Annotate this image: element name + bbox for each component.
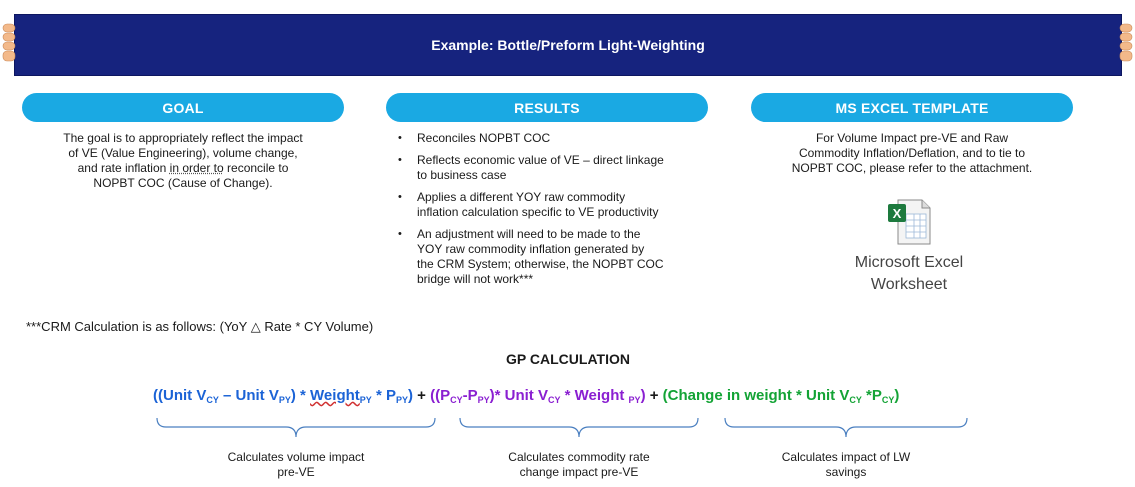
excel-file-icon[interactable]: X <box>884 198 936 246</box>
formula-plus: + <box>645 387 663 404</box>
formula-text: * Weight <box>560 387 629 404</box>
excel-text: For Volume Impact pre-VE and Raw Commodi… <box>751 131 1073 176</box>
crm-calculation-note: ***CRM Calculation is as follows: (YoY △… <box>26 319 374 334</box>
results-item: An adjustment will need to be made to th… <box>396 227 726 287</box>
goal-heading: GOAL <box>22 93 344 122</box>
banner-title: Example: Bottle/Preform Light-Weighting <box>431 37 705 53</box>
goal-line-2: of VE (Value Engineering), volume change… <box>68 146 298 160</box>
formula-text: ((P <box>430 387 451 404</box>
results-item: Reconciles NOPBT COC <box>396 131 726 146</box>
results-item: Reflects economic value of VE – direct l… <box>396 153 726 183</box>
goal-line-3-post: reconcile to <box>223 161 289 175</box>
formula-text: *P <box>861 387 882 404</box>
formula-subscript: PY <box>395 395 408 405</box>
goal-line-3-underlined: in order to <box>169 161 224 175</box>
formula-volume-term: ((Unit VCY – Unit VPY) * WeightPY * PPY) <box>153 387 413 405</box>
caption-line: Calculates commodity rate <box>508 450 650 464</box>
caption-line: pre-VE <box>277 465 315 479</box>
excel-line-1: For Volume Impact pre-VE and Raw <box>815 131 1009 145</box>
formula-text: – Unit V <box>218 387 279 404</box>
formula-subscript: CY <box>450 395 463 405</box>
results-item-line: Applies a different YOY raw commodity <box>417 190 626 204</box>
formula-subscript: CY <box>206 395 219 405</box>
goal-line-1: The goal is to appropriately reflect the… <box>63 131 303 145</box>
excel-caption-line-2: Worksheet <box>870 276 948 293</box>
formula-text: ) * <box>290 387 311 404</box>
formula-subscript: PY <box>359 395 372 405</box>
formula-subscript: CY <box>849 395 862 405</box>
brace-rate <box>459 417 699 438</box>
formula-lw-term: (Change in weight * Unit VCY *PCY) <box>662 387 900 405</box>
formula-text: Weight <box>310 387 360 404</box>
caption-line: change impact pre-VE <box>519 465 639 479</box>
goal-line-4: NOPBT COC (Cause of Change). <box>93 176 273 190</box>
left-hand-icon <box>2 23 16 62</box>
formula-text: (Change in weight * Unit V <box>662 387 850 404</box>
caption-lw: Calculates impact of LW savings <box>746 450 946 480</box>
excel-line-3: NOPBT COC, please refer to the attachmen… <box>791 161 1033 175</box>
results-item-line: the CRM System; otherwise, the NOPBT COC <box>417 257 664 271</box>
formula-subscript: PY <box>477 395 490 405</box>
excel-caption-line-1: Microsoft Excel <box>854 254 964 271</box>
excel-attachment-caption[interactable]: Microsoft Excel Worksheet <box>820 252 998 296</box>
caption-volume: Calculates volume impact pre-VE <box>196 450 396 480</box>
formula-text: ) <box>894 387 900 404</box>
formula-text: ) <box>640 387 646 404</box>
gp-formula: ((Unit VCY – Unit VPY) * WeightPY * PPY)… <box>153 384 899 408</box>
formula-text: -P <box>462 387 478 404</box>
header-banner: Example: Bottle/Preform Light-Weighting <box>14 14 1122 76</box>
results-heading: RESULTS <box>386 93 708 122</box>
caption-line: Calculates volume impact <box>227 450 365 464</box>
goal-line-3: and rate inflation in order to reconcile… <box>22 161 344 176</box>
results-item-line: YOY raw commodity inflation generated by <box>417 242 645 256</box>
results-item: Applies a different YOY raw commodity in… <box>396 190 726 220</box>
results-item-line: An adjustment will need to be made to th… <box>417 227 641 241</box>
formula-rate-term: ((PCY-PPY)* Unit VCY * Weight PY) <box>430 387 646 405</box>
caption-line: Calculates impact of LW <box>781 450 911 464</box>
results-item-line: inflation calculation specific to VE pro… <box>417 205 659 219</box>
caption-rate: Calculates commodity rate change impact … <box>474 450 684 480</box>
brace-volume <box>156 417 436 438</box>
formula-text: )* Unit V <box>489 387 548 404</box>
goal-text: The goal is to appropriately reflect the… <box>22 131 344 191</box>
goal-line-3-pre: and rate inflation <box>77 161 170 175</box>
formula-text: * P <box>371 387 396 404</box>
formula-subscript: PY <box>278 395 291 405</box>
formula-subscript: CY <box>547 395 561 405</box>
excel-line-2: Commodity Inflation/Deflation, and to ti… <box>798 146 1026 160</box>
formula-plus: + <box>412 387 431 404</box>
results-list: Reconciles NOPBT COC Reflects economic v… <box>396 131 726 294</box>
right-hand-icon <box>1119 23 1133 62</box>
results-item-line: Reconciles NOPBT COC <box>417 131 551 145</box>
caption-line: savings <box>825 465 867 479</box>
brace-lw <box>724 417 968 438</box>
results-item-line: Reflects economic value of VE – direct l… <box>417 153 664 167</box>
formula-text: ((Unit V <box>153 387 207 404</box>
excel-badge-letter: X <box>893 206 902 221</box>
results-item-line: to business case <box>417 168 507 182</box>
excel-heading: MS EXCEL TEMPLATE <box>751 93 1073 122</box>
formula-text: ) <box>407 387 413 404</box>
formula-subscript: CY <box>881 395 895 405</box>
results-item-line: bridge will not work*** <box>417 272 534 286</box>
formula-subscript: PY <box>628 395 641 405</box>
gp-calculation-title: GP CALCULATION <box>506 351 630 367</box>
